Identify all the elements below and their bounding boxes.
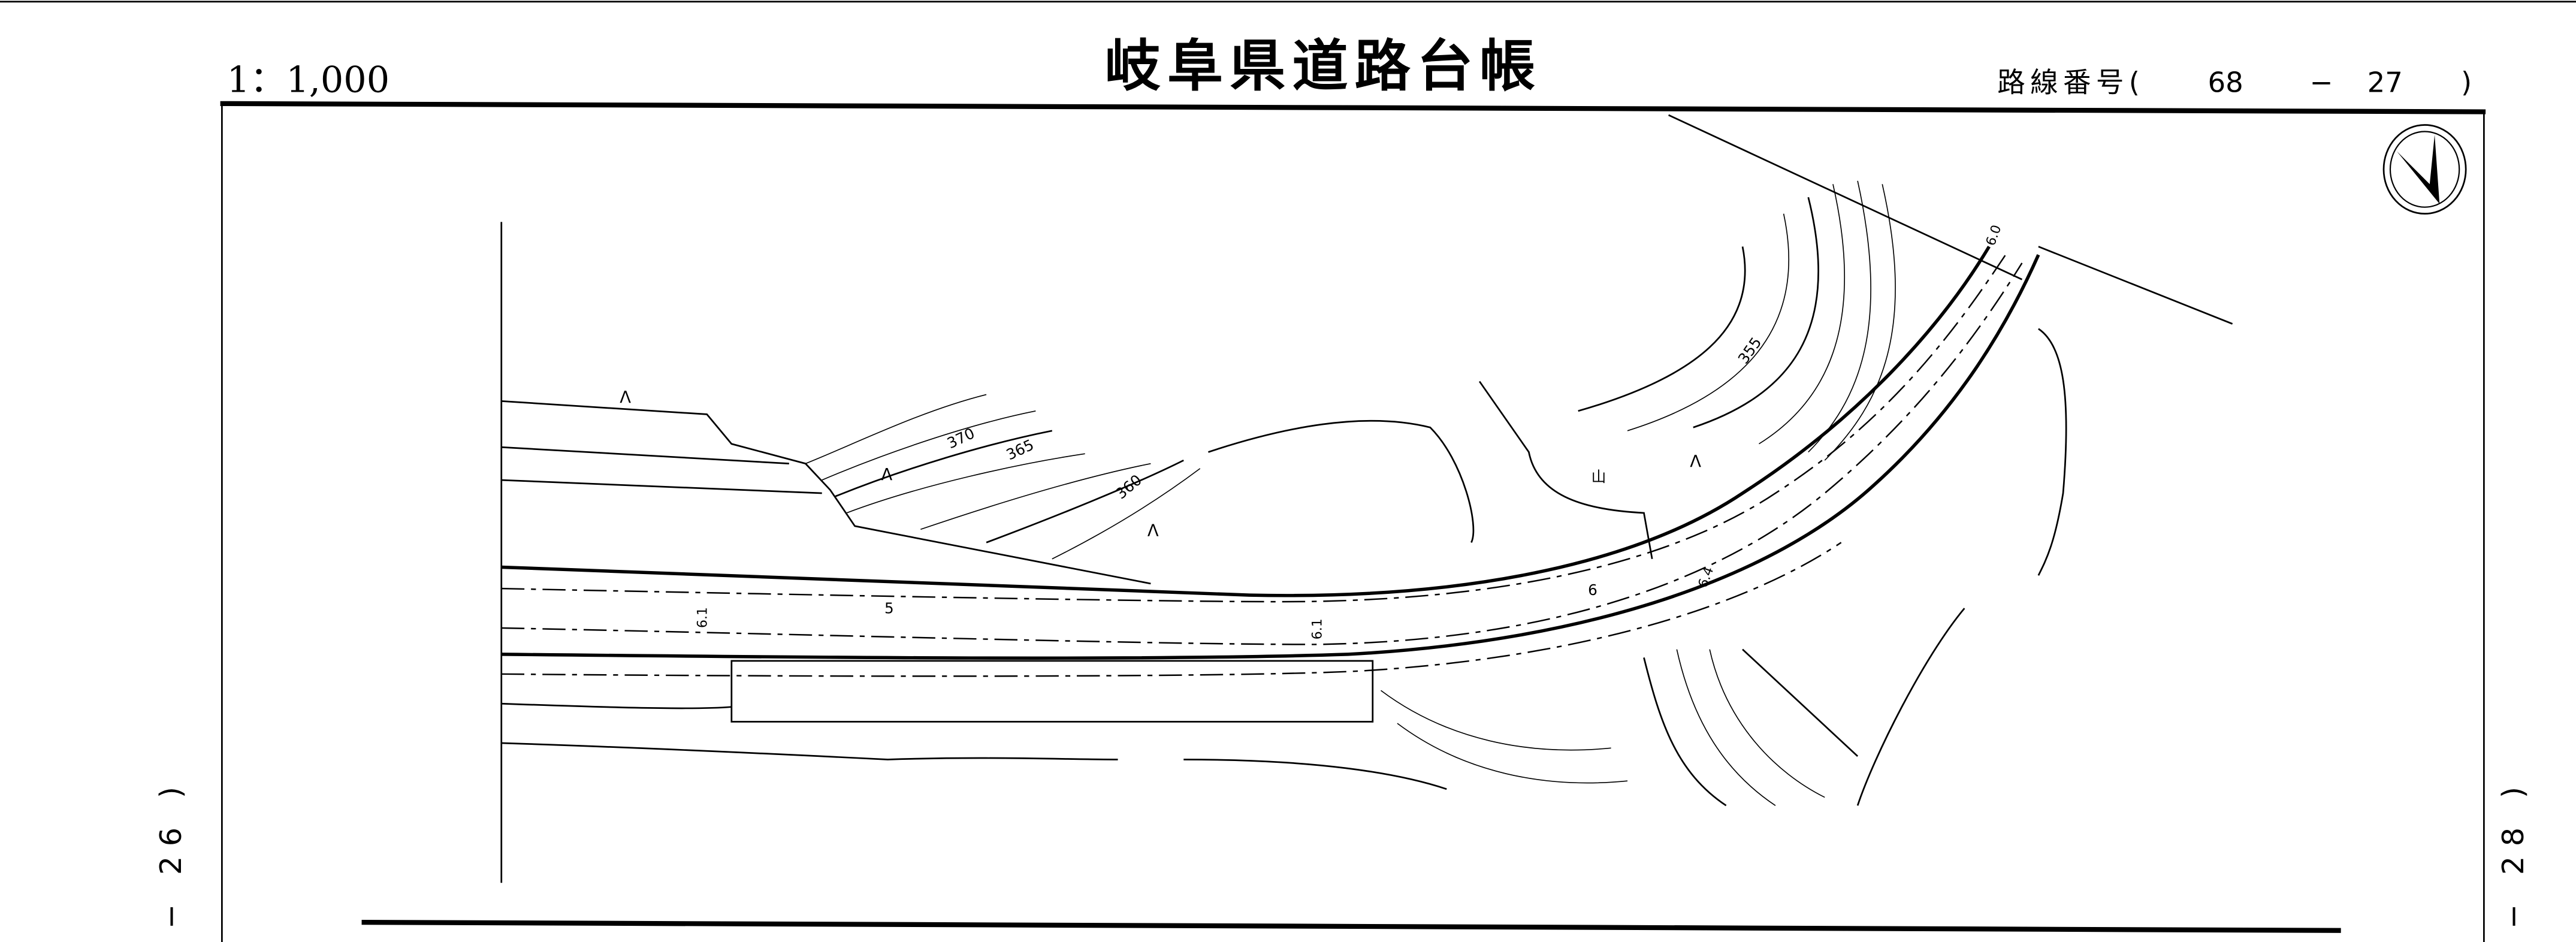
station-label: 5 xyxy=(884,599,894,617)
vegetation-symbol: Λ xyxy=(881,466,892,484)
south-lower-edges xyxy=(501,702,1447,790)
contour-valley xyxy=(1208,419,1475,543)
route-number-close: ) xyxy=(2461,67,2472,99)
road-edge-south xyxy=(501,254,2040,660)
road-plan-map xyxy=(500,114,2233,883)
route-number-label: 路線番号( xyxy=(1997,67,2145,99)
forest-symbol: 山 xyxy=(1591,468,1606,485)
contour-group-east xyxy=(1578,180,1896,461)
east-parcel-edge xyxy=(1856,608,1965,806)
vegetation-symbol: Λ xyxy=(620,388,631,407)
route-number-major: 68 xyxy=(2207,67,2243,99)
east-parcel-line xyxy=(2037,328,2067,576)
road-centerline xyxy=(501,262,2023,645)
scale-label: 1：1,000 xyxy=(227,59,390,101)
vegetation-symbol: Λ xyxy=(1690,452,1701,471)
road-sideline-south xyxy=(501,542,1842,677)
frame-top xyxy=(220,101,2486,114)
road-sideline-north xyxy=(501,254,2007,603)
sheet-title: 岐阜県道路台帳 xyxy=(1105,34,1542,99)
north-arrow-icon xyxy=(2382,124,2467,215)
width-label: 6.1 xyxy=(1310,618,1325,639)
retaining-wall-south xyxy=(730,660,1374,723)
slope-north-lines xyxy=(501,446,822,494)
route-number: 路線番号( 68 − 27 ) xyxy=(1997,67,2472,99)
prev-page-number: − 26 ) xyxy=(153,777,188,929)
stream-ditch xyxy=(1478,381,1653,560)
width-label: 6.0 xyxy=(1983,223,2004,247)
vegetation-symbol: Λ xyxy=(1147,521,1159,540)
width-label: 6.1 xyxy=(696,607,711,628)
frame-bottom-rule xyxy=(361,919,2341,933)
boundary-line xyxy=(1668,114,2233,325)
contour-label: 360 xyxy=(1112,471,1145,503)
contour-group-southeast xyxy=(1381,648,1859,807)
station-label: 6 xyxy=(1588,581,1597,599)
contour-label: 370 xyxy=(944,424,977,452)
route-number-minor: 27 xyxy=(2367,67,2403,99)
contour-label: 355 xyxy=(1735,334,1765,367)
road-edge-north xyxy=(501,246,1991,597)
next-page-number: − 28 ) xyxy=(2496,777,2530,929)
contour-group-west xyxy=(805,394,1201,560)
slope-north-upper xyxy=(501,400,1151,585)
route-number-separator: − xyxy=(2310,67,2333,99)
